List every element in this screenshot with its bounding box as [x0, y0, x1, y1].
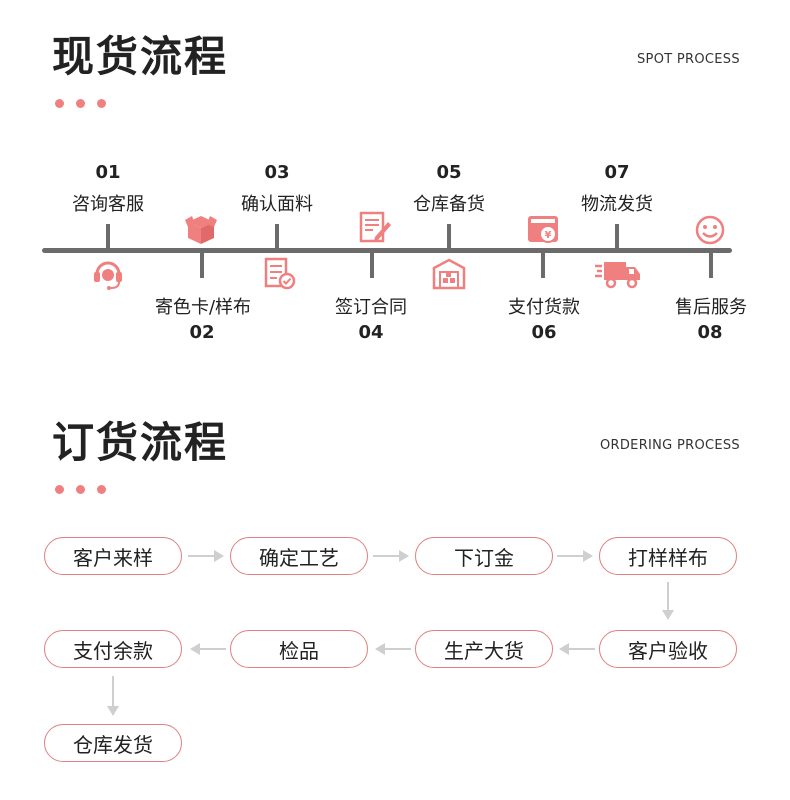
step-number: 01 [95, 162, 121, 183]
arrow-right-icon [373, 550, 409, 562]
flow-step-box: 下订金 [415, 537, 553, 575]
step-label: 仓库备货 [413, 194, 485, 215]
timeline-tick [200, 253, 204, 278]
timeline-tick [370, 253, 374, 278]
flow-step-box: 仓库发货 [44, 724, 182, 762]
spot-title: 现货流程 [52, 32, 229, 81]
truck-icon [595, 262, 640, 289]
step-number: 04 [358, 322, 384, 343]
timeline-line [42, 248, 732, 253]
flow-step-box: 支付余款 [44, 630, 182, 668]
arrow-right-icon [188, 550, 224, 562]
decor-dot [76, 485, 85, 494]
step-label: 售后服务 [675, 297, 747, 318]
decor-dot [97, 485, 106, 494]
step-label: 咨询客服 [72, 194, 144, 215]
package-icon [185, 216, 217, 244]
arrow-right-icon [557, 550, 593, 562]
flow-step-box: 打样样布 [599, 537, 737, 575]
step-number: 03 [264, 162, 290, 183]
timeline-tick [615, 224, 619, 249]
flow-step-box: 生产大货 [415, 630, 553, 668]
arrow-down-icon [107, 676, 119, 716]
step-label: 寄色卡/样布 [154, 297, 252, 318]
timeline-tick [275, 224, 279, 249]
arrow-left-icon [190, 643, 226, 655]
flow-step-box: 检品 [230, 630, 368, 668]
ordering-title: 订货流程 [52, 418, 229, 467]
timeline-tick [106, 224, 110, 249]
timeline-tick [709, 253, 713, 278]
arrow-left-icon [375, 643, 411, 655]
step-label: 支付货款 [508, 297, 580, 318]
document-check-icon [264, 257, 296, 290]
decor-dot [76, 99, 85, 108]
timeline-tick [541, 253, 545, 278]
decor-dot [97, 99, 106, 108]
contract-icon [359, 211, 391, 243]
step-number: 06 [531, 322, 557, 343]
arrow-left-icon [559, 643, 595, 655]
step-number: 02 [189, 322, 215, 343]
timeline-tick [447, 224, 451, 249]
ordering-subtitle: ORDERING PROCESS [600, 438, 740, 453]
payment-icon: ¥ [528, 216, 558, 243]
step-number: 07 [604, 162, 630, 183]
flow-step-box: 确定工艺 [230, 537, 368, 575]
decor-dot [55, 485, 64, 494]
flow-step-box: 客户来样 [44, 537, 182, 575]
step-number: 08 [697, 322, 723, 343]
decor-dot [55, 99, 64, 108]
spot-subtitle: SPOT PROCESS [637, 52, 740, 67]
flow-step-box: 客户验收 [599, 630, 737, 668]
step-label: 确认面料 [241, 194, 313, 215]
step-number: 05 [436, 162, 462, 183]
step-label: 物流发货 [581, 194, 653, 215]
step-label: 签订合同 [335, 297, 407, 318]
smiley-icon [695, 215, 725, 245]
headset-icon [94, 261, 122, 290]
arrow-down-icon [662, 582, 674, 620]
warehouse-icon [432, 258, 466, 290]
svg-text:¥: ¥ [545, 230, 552, 241]
